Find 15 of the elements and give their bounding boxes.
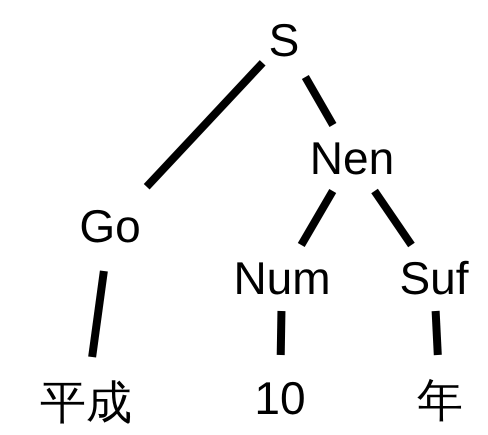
- node-label: 平成: [40, 379, 132, 425]
- tree-branch: [302, 75, 336, 127]
- tree-branch: [144, 60, 266, 190]
- node-label: Go: [79, 203, 141, 249]
- tree-branch: [88, 270, 108, 358]
- node-label: 10: [254, 375, 306, 421]
- node-label: Nen: [310, 135, 394, 181]
- tree-branch: [276, 310, 286, 356]
- tree-branch: [298, 188, 336, 248]
- tree-branch: [432, 310, 442, 356]
- node-label: S: [268, 17, 300, 63]
- node-label: Suf: [399, 255, 469, 301]
- node-label: Num: [233, 255, 331, 301]
- tree-branch: [371, 188, 415, 248]
- node-label: 年: [417, 377, 463, 423]
